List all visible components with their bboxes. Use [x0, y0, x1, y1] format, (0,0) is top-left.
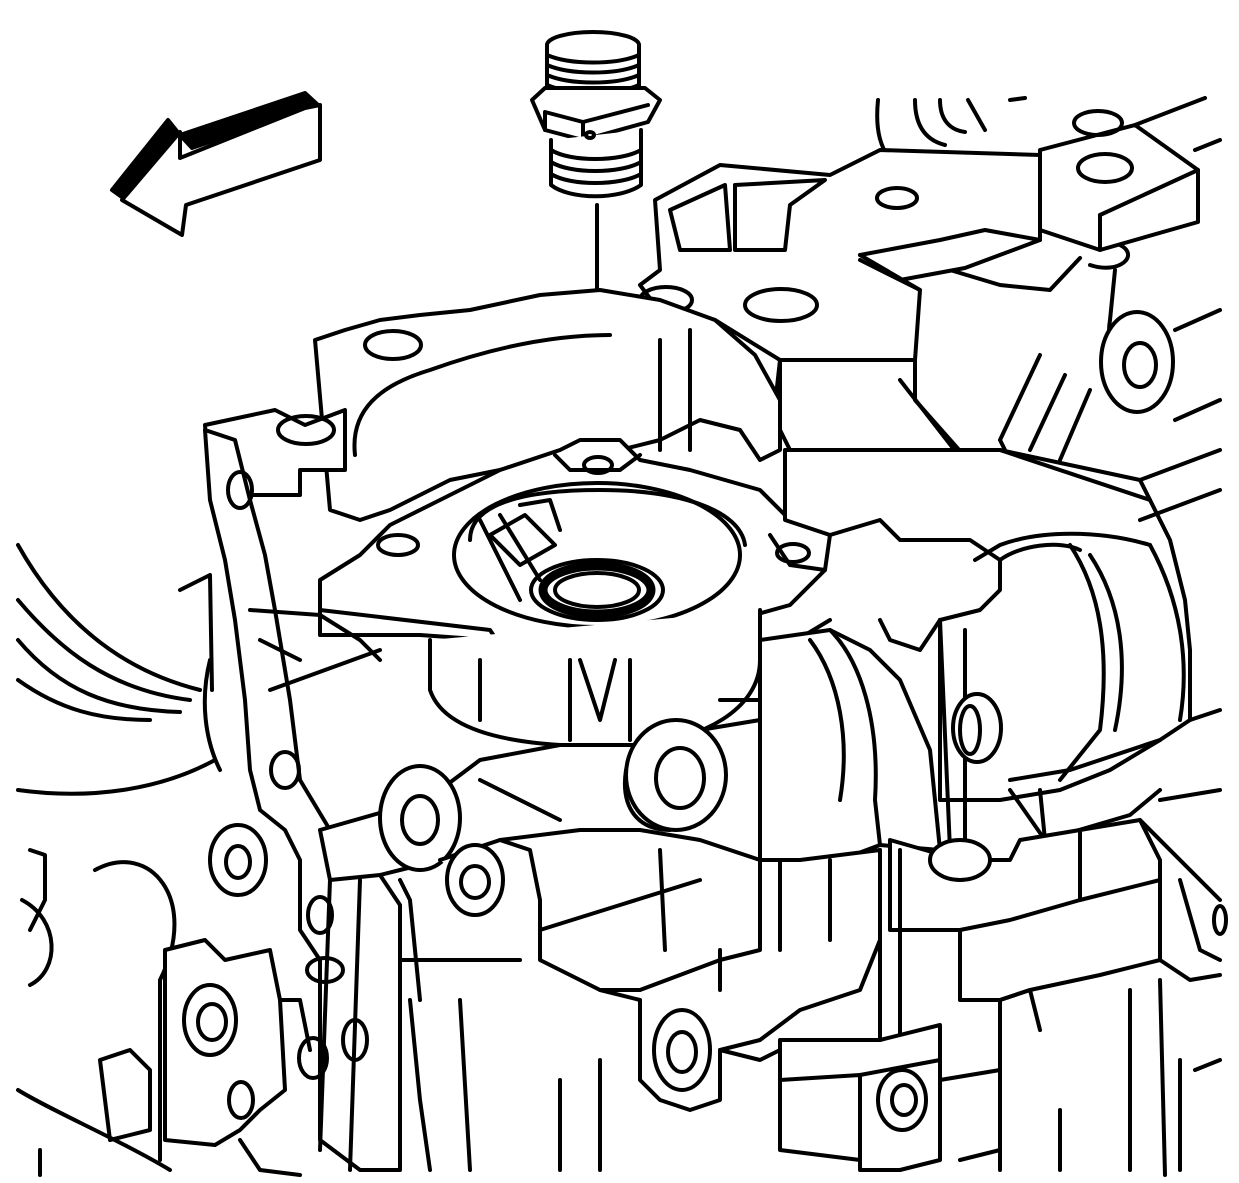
upper-plate	[638, 148, 1042, 487]
lower-right-bearing-caps	[888, 818, 1228, 1177]
pump-housing-body	[428, 608, 762, 747]
lower-crossbar	[318, 718, 762, 1152]
center-lower-block	[438, 838, 882, 1112]
right-block	[783, 448, 1222, 902]
pump-bore	[452, 481, 747, 629]
left-lower-bosses	[163, 823, 329, 1177]
direction-arrow-icon	[110, 91, 322, 237]
lower-left-lines	[348, 878, 522, 1172]
threaded-fitting-icon	[530, 30, 662, 199]
bottom-fastener-block	[558, 998, 1182, 1172]
